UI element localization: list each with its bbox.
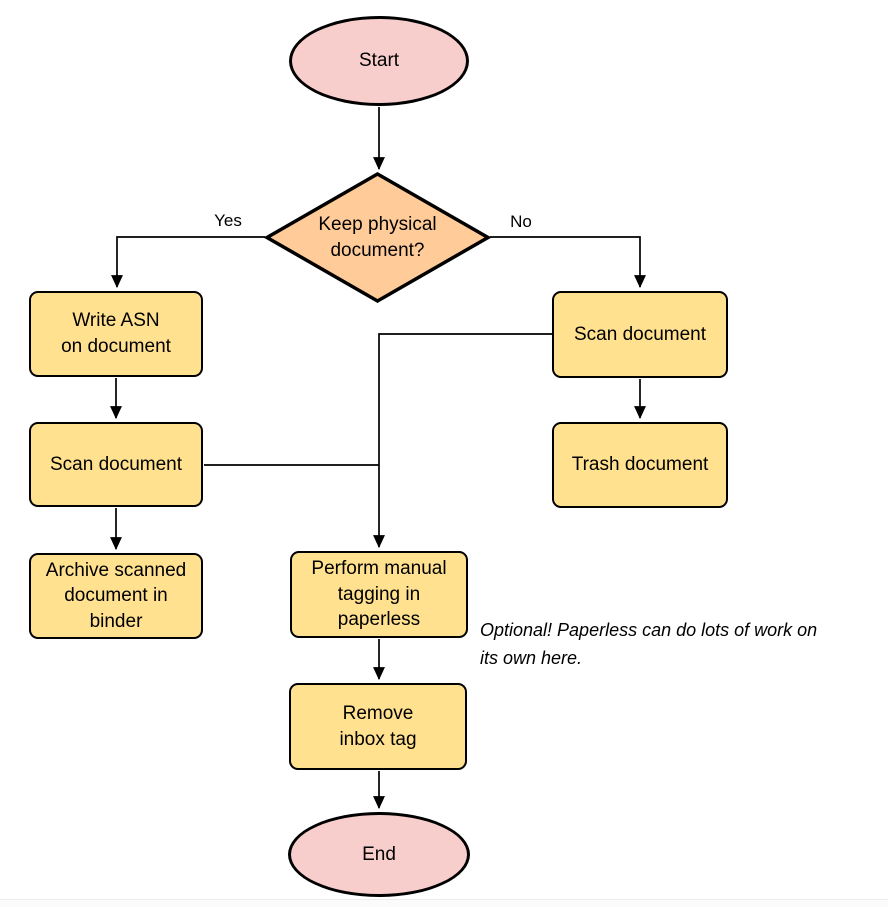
- edge-scan-right-to-tagging: [373, 333, 552, 549]
- process-node-archive-scanned-document: Archive scanned document in binder: [29, 553, 203, 639]
- end-node: End: [288, 812, 470, 897]
- edge-label-no: No: [510, 212, 532, 231]
- end-node-label: End: [362, 843, 396, 865]
- process-node-remove-inbox-tag: Remove inbox tag: [289, 683, 467, 770]
- decision-diamond-shape: [263, 171, 492, 304]
- annotation-optional-paperless: Optional! Paperless can do lots of work …: [480, 619, 818, 668]
- process-node-scan-document-right: Scan document: [552, 291, 728, 378]
- process-node-label: Scan document: [49, 453, 183, 475]
- start-node: Start: [289, 16, 469, 106]
- process-node-scan-document-left: Scan document: [29, 422, 203, 507]
- edge-decision-yes-to-write-asn: [111, 236, 265, 289]
- process-node-label: Perform manual tagging in paperless: [311, 558, 447, 631]
- process-node-write-asn: Write ASN on document: [29, 291, 203, 377]
- process-node-label: Write ASN on document: [61, 310, 171, 357]
- process-node-trash-document: Trash document: [552, 422, 728, 508]
- edge-label-yes: Yes: [214, 211, 242, 230]
- start-node-label: Start: [358, 50, 400, 72]
- process-node-label: Remove inbox tag: [339, 702, 417, 750]
- edge-decision-no-to-scan-right: [490, 236, 646, 289]
- decision-node-label: Keep physical document?: [318, 213, 437, 261]
- process-node-manual-tagging: Perform manual tagging in paperless: [290, 551, 468, 638]
- decision-node-keep-physical-document: Keep physical document?: [265, 172, 490, 303]
- window-bottom-edge: [0, 899, 888, 907]
- process-node-label: Scan document: [573, 323, 707, 345]
- process-node-label: Archive scanned document in binder: [45, 559, 187, 632]
- process-node-label: Trash document: [571, 454, 709, 476]
